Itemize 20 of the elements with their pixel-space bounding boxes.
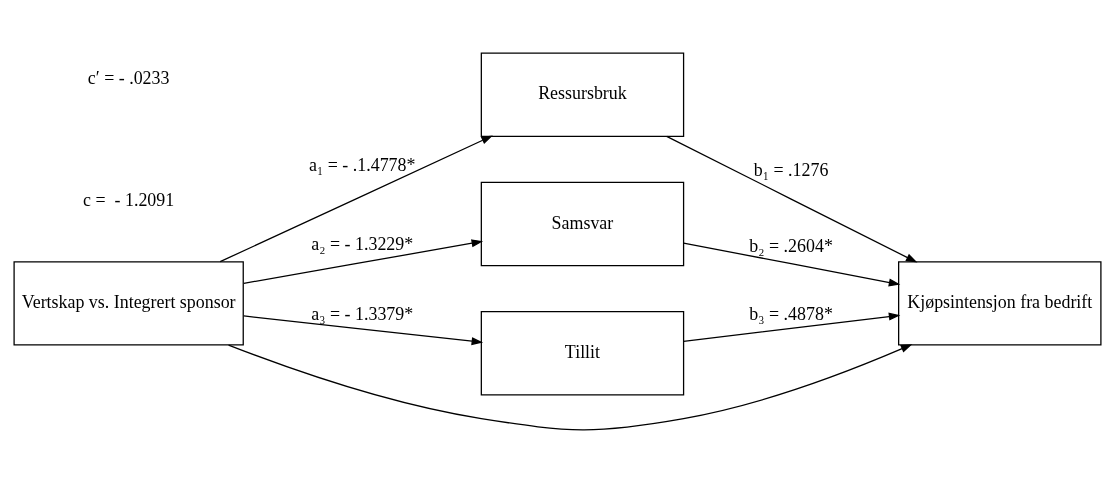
arrow	[243, 239, 484, 284]
node-box: Kjøpsintensjon fra bedrift	[898, 261, 1102, 346]
label: c = - 1.2091	[83, 189, 175, 210]
arrow	[683, 312, 901, 342]
node-box: Tillit	[480, 311, 685, 396]
edge-label: b₂ = .2604*	[749, 236, 833, 257]
arrow	[219, 135, 493, 263]
edge-label: a₂ = - 1.3229*	[311, 233, 414, 254]
edge-label: a₁ = - .1.4778*	[309, 154, 416, 175]
arrow	[243, 315, 484, 346]
node-box: Ressursbruk	[480, 52, 685, 137]
edge-label: a₃ = - 1.3379*	[311, 304, 414, 325]
node-box: Samsvar	[480, 181, 685, 267]
arrow	[683, 242, 901, 287]
edge-label: b₁ = .1276	[753, 159, 829, 180]
arrow	[666, 135, 918, 263]
arrow	[227, 344, 913, 431]
label: c′ = - .0233	[87, 68, 170, 89]
node-box: Vertskap vs. Integrert sponsor	[13, 261, 244, 346]
edge-label: b₃ = .4878*	[749, 304, 833, 325]
